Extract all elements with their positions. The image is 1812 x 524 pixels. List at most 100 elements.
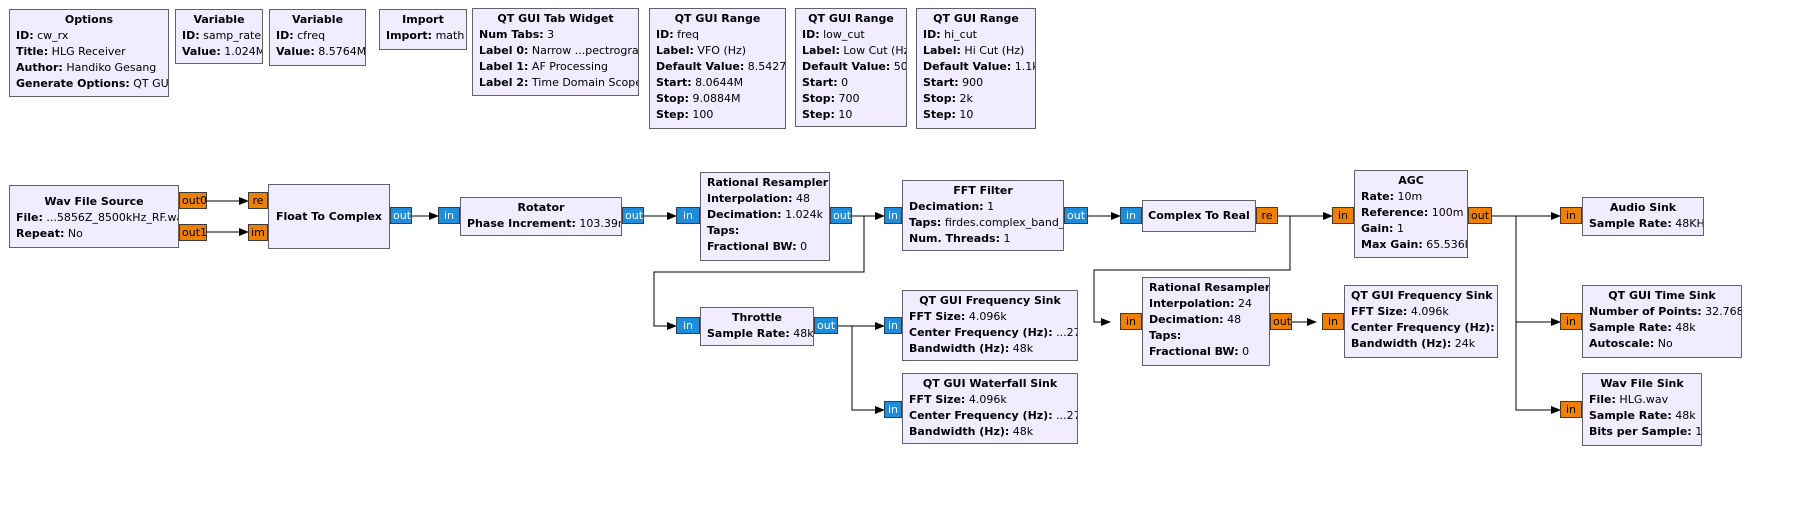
- block-title: QT GUI Range: [674, 12, 761, 25]
- block-title: Options: [64, 13, 114, 26]
- param-value: No: [64, 227, 83, 240]
- param-row: Center Frequency (Hz): ...27M: [909, 325, 1077, 341]
- wav-sink-in-port[interactable]: in: [1560, 401, 1582, 418]
- throttle-out-port[interactable]: out: [814, 317, 838, 334]
- param-label: Decimation:: [1149, 313, 1224, 326]
- param-label: Label:: [923, 44, 961, 57]
- audio-sink-in-port[interactable]: in: [1560, 207, 1582, 224]
- param-label: Sample Rate:: [1589, 321, 1672, 334]
- param-row: Step: 100: [656, 107, 779, 123]
- param-label: Center Frequency (Hz):: [1351, 321, 1495, 334]
- float-to-complex-block[interactable]: Float To Complex: [268, 184, 390, 249]
- block-title: QT GUI Waterfall Sink: [922, 377, 1058, 390]
- param-row: Center Frequency (Hz): 0: [1351, 320, 1495, 336]
- block-title: Audio Sink: [1609, 201, 1677, 214]
- param-value: No: [1654, 337, 1673, 350]
- block-title: QT GUI Tab Widget: [497, 12, 614, 25]
- param-row: FFT Size: 4.096k: [909, 309, 1071, 325]
- resampler-in-port[interactable]: in: [676, 207, 700, 224]
- agc-in-port[interactable]: in: [1332, 207, 1354, 224]
- block-title: Rational Resampler: [707, 176, 829, 189]
- float-to-complex-out-port[interactable]: out: [390, 207, 412, 224]
- param-row: Stop: 2k: [923, 91, 1029, 107]
- param-row: Step: 10: [802, 107, 900, 123]
- resampler2-out-port[interactable]: out: [1270, 313, 1292, 330]
- float-to-complex-re-port[interactable]: re: [248, 192, 268, 209]
- complex-to-real-re-port[interactable]: re: [1256, 207, 1278, 224]
- param-row: Sample Rate: 48k: [1589, 408, 1696, 424]
- freq-sink1-in-port[interactable]: in: [884, 317, 902, 334]
- import-block[interactable]: Import Import: math: [379, 9, 467, 50]
- complex-to-real-in-port[interactable]: in: [1120, 207, 1142, 224]
- freq-sink2-in-port[interactable]: in: [1322, 313, 1344, 330]
- rotator-in-port[interactable]: in: [438, 207, 460, 224]
- param-value: 8.5427M: [747, 60, 786, 73]
- rotator-out-port[interactable]: out: [622, 207, 644, 224]
- complex-to-real-block[interactable]: Complex To Real: [1142, 200, 1256, 232]
- param-row: FFT Size: 4.096k: [909, 392, 1071, 408]
- param-label: Start:: [802, 76, 838, 89]
- param-value: 48k: [1009, 342, 1034, 355]
- param-row: Label 0: Narrow ...pectrogram: [479, 43, 638, 59]
- agc-out-port[interactable]: out: [1468, 207, 1492, 224]
- param-value: 24: [1234, 297, 1253, 310]
- waterfall-in-port[interactable]: in: [884, 401, 902, 418]
- param-value: 10: [955, 108, 974, 121]
- param-value: 4.096k: [965, 393, 1007, 406]
- block-params: Sample Rate: 48k: [707, 326, 813, 342]
- param-row: Autoscale: No: [1589, 336, 1735, 352]
- throttle-block[interactable]: Throttle Sample Rate: 48k: [700, 307, 814, 346]
- param-value: 48KHz: [1675, 217, 1704, 230]
- param-row: Value: 8.5764M: [276, 44, 365, 60]
- fft-filter-out-port[interactable]: out: [1064, 207, 1088, 224]
- param-row: Sample Rate: 48KHz: [1589, 216, 1703, 232]
- float-to-complex-im-port[interactable]: im: [248, 224, 268, 241]
- param-label: Label:: [802, 44, 840, 57]
- param-value: ...5856Z_8500kHz_RF.wav: [42, 211, 179, 224]
- wav-source-out0-port[interactable]: out0: [179, 192, 207, 209]
- param-label: Gain:: [1361, 222, 1394, 235]
- audio-sink-block[interactable]: Audio Sink Sample Rate: 48KHz: [1582, 197, 1704, 236]
- param-label: Center Frequency (Hz):: [909, 326, 1053, 339]
- param-row: Label: VFO (Hz): [656, 43, 779, 59]
- block-title: Complex To Real: [1148, 209, 1250, 222]
- param-label: Taps:: [707, 224, 740, 237]
- throttle-in-port[interactable]: in: [676, 317, 700, 334]
- resampler-out-port[interactable]: out: [830, 207, 852, 224]
- param-label: ID:: [276, 29, 294, 42]
- param-label: Import:: [386, 29, 433, 42]
- param-label: ID:: [656, 28, 674, 41]
- param-row: Label 1: AF Processing: [479, 59, 632, 75]
- rotator-block[interactable]: Rotator Phase Increment: 103.39m: [460, 197, 622, 236]
- fft-filter-in-port[interactable]: in: [884, 207, 902, 224]
- param-row: Start: 0: [802, 75, 900, 91]
- param-value: 0: [796, 240, 808, 253]
- wav-source-out1-port[interactable]: out1: [179, 224, 207, 241]
- param-label: Decimation:: [707, 208, 782, 221]
- time-sink-in-port[interactable]: in: [1560, 313, 1582, 330]
- param-value: 1: [1393, 222, 1404, 235]
- wav-file-source-block[interactable]: Wav File Source File: ...5856Z_8500kHz_R…: [9, 185, 179, 248]
- resampler2-in-port[interactable]: in: [1120, 313, 1142, 330]
- qt-gui-time-sink-block[interactable]: QT GUI Time Sink Number of Points: 32.76…: [1582, 285, 1742, 358]
